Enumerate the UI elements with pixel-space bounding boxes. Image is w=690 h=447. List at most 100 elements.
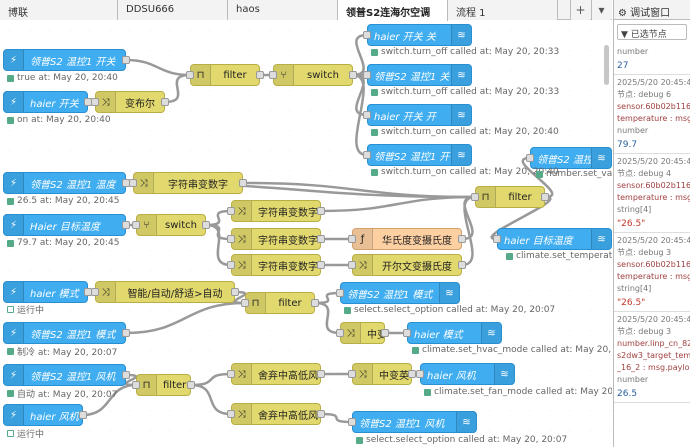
haier-target-temp-node[interactable]: ⚡Haier 目标温度 [3, 214, 126, 236]
kelvin-node[interactable]: ⤨开尔文变摄氏度 [352, 254, 462, 276]
input-port[interactable] [363, 151, 371, 159]
output-port[interactable] [458, 261, 466, 269]
output-port[interactable] [231, 288, 239, 296]
cn-en-node-2[interactable]: ⤨中变英 [352, 363, 412, 385]
output-port[interactable] [122, 56, 130, 64]
haier-fan-node[interactable]: ⚡haier 风机 [3, 404, 83, 426]
output-port[interactable] [122, 329, 130, 337]
output-port[interactable] [317, 370, 325, 378]
output-port[interactable] [349, 71, 357, 79]
string-to-number-node-2[interactable]: ⤨字符串变数字 [231, 200, 321, 222]
input-port[interactable] [132, 381, 140, 389]
input-port[interactable] [241, 299, 249, 307]
filter-node-1[interactable]: ⊓filter [190, 64, 260, 86]
output-port[interactable] [311, 299, 319, 307]
input-port[interactable] [227, 370, 235, 378]
add-tab-button[interactable]: + [570, 0, 590, 20]
output-port[interactable] [317, 235, 325, 243]
input-port[interactable] [363, 71, 371, 79]
debug-sidebar-title[interactable]: ⚙ 调试窗口 [614, 0, 690, 20]
filter-node-3[interactable]: ⊓filter [245, 292, 315, 314]
output-port[interactable] [317, 207, 325, 215]
input-port[interactable] [363, 111, 371, 119]
input-port[interactable] [348, 261, 356, 269]
bool-change-node[interactable]: ⤨变布尔 [95, 91, 165, 113]
wire-n30-n31[interactable] [190, 372, 232, 387]
input-port[interactable] [91, 288, 99, 296]
haier-switch-on-node[interactable]: haier 开关 开≋ [367, 104, 472, 126]
mode-map-node[interactable]: ⤨智能/自动/舒适>自动 [95, 281, 235, 303]
input-port[interactable] [363, 31, 371, 39]
wire-n5-n6[interactable] [352, 33, 368, 77]
tab-flow-1[interactable]: 流程 1 [448, 0, 558, 20]
input-port[interactable] [336, 289, 344, 297]
fan-round-node-2[interactable]: ⤨舍弃中高低风 [231, 403, 321, 425]
linp-number-node[interactable]: 领普S2 温控1≋ [530, 147, 612, 169]
flow-canvas[interactable]: ⚡领普S2 温控1 开关 ⚡haier 开关 ⤨变布尔 ⊓filter ⑂switch h… [0, 21, 612, 447]
fan-round-node-1[interactable]: ⤨舍弃中高低风 [231, 363, 321, 385]
haier-fan-out-node[interactable]: haier 风机≋ [420, 363, 515, 385]
filter-node-2[interactable]: ⊓filter [475, 186, 545, 208]
cn-en-node-1[interactable]: ⤨中变英 [340, 322, 385, 344]
wire-n1-n4[interactable] [125, 58, 191, 77]
output-port[interactable] [408, 370, 416, 378]
input-port[interactable] [129, 179, 137, 187]
switch-node-1[interactable]: ⑂switch [273, 64, 353, 86]
output-port[interactable] [202, 221, 210, 229]
linp-fan-node[interactable]: ⚡领普S2 温控1 风机 [3, 364, 126, 386]
input-port[interactable] [227, 261, 235, 269]
output-port[interactable] [187, 381, 195, 389]
canvas-scrollbar[interactable] [604, 45, 609, 85]
input-port[interactable] [227, 410, 235, 418]
tab-menu-button[interactable]: ▾ [591, 0, 611, 20]
output-port[interactable] [122, 221, 130, 229]
haier-switch-off-node[interactable]: haier 开关 关≋ [367, 24, 472, 46]
input-port[interactable] [336, 329, 344, 337]
input-port[interactable] [348, 370, 356, 378]
wire-n35-n36[interactable] [320, 412, 353, 424]
input-port[interactable] [227, 235, 235, 243]
haier-mode-out-node[interactable]: haier 模式≋ [407, 322, 502, 344]
tab-bolian[interactable]: 博联 [0, 0, 118, 20]
output-port[interactable] [161, 98, 169, 106]
string-to-number-node-3[interactable]: ⤨字符串变数字 [231, 228, 321, 250]
wire-n24-n27[interactable] [314, 301, 341, 335]
linp-mode-out-node[interactable]: 领普S2 温控1 模式≋ [340, 282, 460, 304]
haier-mode-node[interactable]: ⚡haier 模式 [3, 281, 88, 303]
input-port[interactable] [493, 235, 501, 243]
wire-n34-n30[interactable] [82, 383, 137, 417]
input-port[interactable] [526, 154, 534, 162]
output-port[interactable] [381, 329, 389, 337]
input-port[interactable] [348, 418, 356, 426]
wire-n3-n4[interactable] [164, 73, 191, 104]
input-port[interactable] [227, 207, 235, 215]
wire-n5-n9[interactable] [352, 73, 368, 157]
input-port[interactable] [132, 221, 140, 229]
input-port[interactable] [186, 71, 194, 79]
haier-switch-node[interactable]: ⚡haier 开关 [3, 91, 88, 113]
tab-haos[interactable]: haos [228, 0, 338, 20]
output-port[interactable] [122, 371, 130, 379]
wire-n19-n21[interactable] [490, 195, 552, 241]
input-port[interactable] [269, 71, 277, 79]
input-port[interactable] [91, 98, 99, 106]
linp-switch-off-node[interactable]: 领普S2 温控1 关≋ [367, 64, 472, 86]
string-to-number-node-1[interactable]: ⤨字符串变数字 [133, 172, 243, 194]
haier-target-temp-out-node[interactable]: haier 目标温度≋ [497, 228, 612, 250]
input-port[interactable] [471, 193, 479, 201]
wire-n26-n24[interactable] [125, 301, 246, 335]
wire-n19-n20[interactable] [521, 156, 554, 199]
input-port[interactable] [403, 329, 411, 337]
linp-switch-1-node[interactable]: ⚡领普S2 温控1 开关 [3, 49, 126, 71]
output-port[interactable] [239, 179, 247, 187]
wire-n18-n19[interactable] [461, 195, 476, 267]
tab-ddsu666[interactable]: DDSU666 [118, 0, 228, 20]
string-to-number-node-4[interactable]: ⤨字符串变数字 [231, 254, 321, 276]
wire-n13-n16[interactable] [205, 223, 232, 267]
debug-filter-dropdown[interactable]: ▼ 已选节点 [617, 24, 687, 40]
filter-node-4[interactable]: ⊓filter [136, 374, 191, 396]
